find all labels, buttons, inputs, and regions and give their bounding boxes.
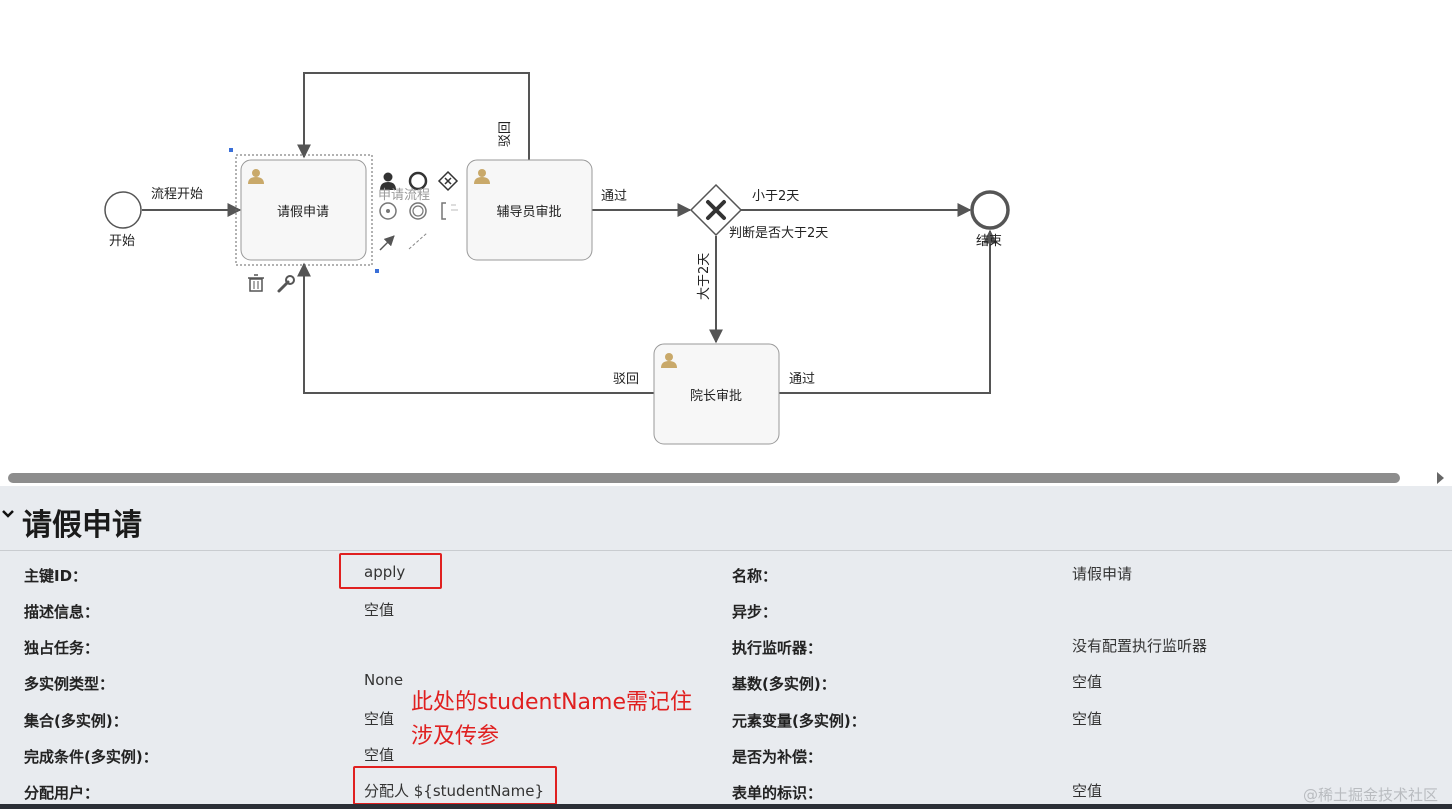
annotation-line: 此处的studentName需记住 [411, 690, 693, 715]
property-key: 名称： [732, 567, 778, 585]
property-row: 独占任务： 执行监听器： 没有配置执行监听器 [0, 633, 1452, 659]
bpmn-canvas[interactable]: 开始 结束 请假申请 辅导员审批 院长审批 [0, 0, 1452, 470]
connect-arrow-icon[interactable] [379, 235, 395, 251]
flow-start-label: 流程开始 [151, 187, 203, 202]
property-value[interactable]: 分配人 ${studentName} [364, 782, 544, 800]
end-event-label: 结束 [976, 234, 1002, 249]
property-key: 完成条件(多实例)： [24, 748, 158, 766]
flow-less-than-2-label: 小于2天 [752, 189, 799, 204]
property-key: 集合(多实例)： [24, 712, 128, 730]
property-key: 表单的标识： [732, 784, 823, 802]
watermark: @稀土掘金技术社区 [1302, 786, 1438, 804]
property-key: 是否为补偿： [732, 748, 823, 766]
bottom-strip [0, 804, 1452, 809]
gateway-label: 判断是否大于2天 [729, 226, 828, 241]
task-apply[interactable] [240, 159, 367, 261]
property-key: 多实例类型： [24, 675, 115, 693]
add-user-task-icon[interactable] [380, 172, 396, 191]
property-row: 多实例类型： None 基数(多实例)： 空值 [0, 669, 1452, 695]
flow-dean-pass-label: 通过 [789, 372, 815, 387]
properties-title: 请假申请 [22, 508, 142, 543]
property-row: 主键ID： apply 名称： 请假申请 [0, 561, 1452, 587]
property-key: 元素变量(多实例)： [732, 712, 866, 730]
scroll-right-arrow-icon[interactable] [1437, 472, 1444, 484]
property-value[interactable]: 空值 [1072, 782, 1103, 800]
flow-counselor-pass-label: 通过 [601, 189, 627, 204]
property-key: 执行监听器： [732, 639, 823, 657]
horizontal-scrollbar[interactable] [0, 470, 1452, 486]
highlight-box-assignee [353, 766, 557, 805]
add-boundary-event-icon[interactable] [409, 202, 427, 220]
property-value[interactable]: apply [364, 563, 406, 581]
property-row: 集合(多实例)： 空值 元素变量(多实例)： 空值 [0, 706, 1452, 732]
property-value[interactable]: 空值 [1072, 673, 1103, 691]
task-apply-label: 请假申请 [277, 205, 329, 220]
property-value[interactable]: 空值 [364, 746, 395, 764]
properties-header[interactable]: 请假申请 [0, 486, 1452, 551]
property-row: 完成条件(多实例)： 空值 是否为补偿： [0, 742, 1452, 768]
property-key: 分配用户： [24, 784, 100, 802]
flow-counselor-reject-label: 驳回 [498, 121, 513, 147]
annotation-line: 涉及传参 [411, 724, 500, 749]
flow-more-than-2-label: 大于2天 [697, 253, 712, 300]
start-event[interactable] [104, 191, 142, 229]
start-event-label: 开始 [109, 234, 135, 249]
task-counselor-label: 辅导员审批 [496, 205, 561, 220]
properties-panel: 请假申请 主键ID： apply 名称： 请假申请 描述信息： 空值 异步： 独… [0, 486, 1452, 809]
add-gateway-icon[interactable] [437, 170, 459, 192]
scrollbar-thumb[interactable] [8, 473, 1400, 483]
flow-dean-pass[interactable] [779, 229, 997, 394]
trash-icon[interactable] [248, 274, 264, 292]
property-value[interactable]: 空值 [1072, 710, 1103, 728]
property-value[interactable]: 空值 [364, 710, 395, 728]
add-intermediate-event-icon[interactable] [379, 202, 397, 220]
flow-counselor-reject[interactable] [297, 72, 530, 160]
task-dean-label: 院长审批 [690, 389, 742, 404]
property-value[interactable]: 没有配置执行监听器 [1072, 637, 1208, 655]
property-value[interactable]: None [364, 671, 404, 689]
flow-dean-reject-label: 驳回 [613, 372, 639, 387]
resize-handle-top-left[interactable] [229, 148, 233, 152]
property-row: 描述信息： 空值 异步： [0, 597, 1452, 623]
wrench-icon[interactable] [277, 275, 295, 293]
annotation-note: 此处的studentName需记住 涉及传参 [411, 686, 692, 754]
bpmn-diagram: 开始 结束 请假申请 辅导员审批 院长审批 [104, 72, 1010, 445]
context-pad-hover-label: 申请流程 [378, 188, 430, 203]
add-end-event-icon[interactable] [408, 171, 428, 191]
connect-line-icon[interactable] [408, 232, 428, 250]
highlight-box-id [339, 553, 442, 589]
selection-box [235, 154, 373, 266]
chevron-down-icon[interactable] [2, 508, 14, 520]
x-icon [706, 200, 726, 220]
property-key: 独占任务： [24, 639, 100, 657]
add-annotation-icon[interactable] [441, 202, 458, 220]
end-event[interactable] [970, 190, 1010, 230]
task-dean[interactable] [653, 343, 780, 445]
flow-dean-reject[interactable] [297, 262, 654, 394]
property-key: 主键ID： [24, 567, 88, 585]
property-value[interactable]: 空值 [364, 601, 395, 619]
resize-handle-bottom-right[interactable] [375, 269, 379, 273]
property-key: 异步： [732, 603, 778, 621]
property-value[interactable]: 请假申请 [1072, 565, 1133, 583]
task-counselor[interactable] [466, 159, 593, 261]
property-key: 描述信息： [24, 603, 100, 621]
property-key: 基数(多实例)： [732, 675, 836, 693]
property-row: 分配用户： 分配人 ${studentName} 表单的标识： 空值 [0, 778, 1452, 804]
context-pad [248, 170, 459, 293]
exclusive-gateway[interactable] [689, 183, 743, 237]
